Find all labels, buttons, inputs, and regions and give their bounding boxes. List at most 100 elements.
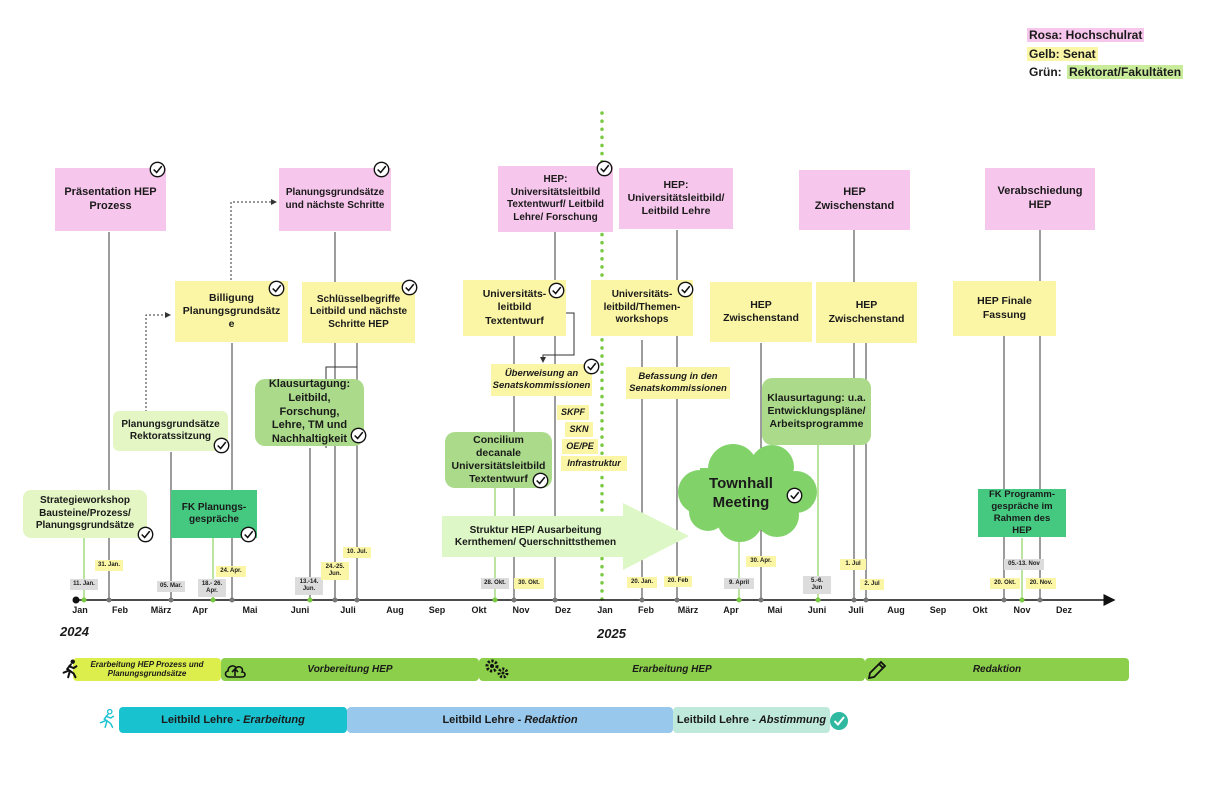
check-icon xyxy=(677,281,694,298)
month-label: Dez xyxy=(554,605,572,615)
legend-rosa: Rosa: Hochschulrat xyxy=(1027,28,1145,42)
date-label: 20. Jan. xyxy=(627,577,657,588)
month-label: Apr xyxy=(723,605,739,615)
gears-icon xyxy=(485,659,509,679)
senat-skpf: SKPF xyxy=(557,405,589,420)
senat-univ-leitbild: Universitäts- leitbild Textentwurf xyxy=(463,280,566,336)
hr-leitbild-forschung: HEP: Universitätsleitbild Textentwurf/ L… xyxy=(498,166,613,232)
month-label: Jan xyxy=(597,605,613,615)
check-icon xyxy=(532,472,549,489)
month-label: Sep xyxy=(428,605,446,615)
senat-skn: SKN xyxy=(565,422,593,437)
phase-vorbereitung: Vorbereitung HEP xyxy=(221,658,479,681)
senat-infrastruktur: Infrastruktur xyxy=(561,456,627,471)
month-label: Apr xyxy=(192,605,208,615)
date-label: 5.-6. Jun xyxy=(803,576,831,594)
check-icon xyxy=(350,427,367,444)
check-icon xyxy=(149,161,166,178)
date-label: 11. Jan. xyxy=(70,579,98,590)
hr-praesentation: Präsentation HEP Prozess xyxy=(55,168,166,231)
legend-gruen: Grün: Rektorat/Fakultäten xyxy=(1029,65,1184,79)
check-icon xyxy=(786,487,803,504)
month-label: Juni xyxy=(807,605,827,615)
month-label: Aug xyxy=(386,605,404,615)
rek-klausurtagung-2: Klausurtagung: u.a. Entwicklungspläne/ A… xyxy=(762,378,871,445)
year-2025: 2025 xyxy=(597,626,626,641)
month-label: Nov xyxy=(1013,605,1031,615)
date-label: 18.- 26. Apr. xyxy=(198,579,226,597)
month-label: Mai xyxy=(767,605,783,615)
check-icon xyxy=(213,437,230,454)
check-icon xyxy=(373,161,390,178)
month-label: Juli xyxy=(848,605,864,615)
date-label: 20. Nov. xyxy=(1026,578,1056,589)
date-label: 20. Okt. xyxy=(990,578,1020,589)
date-label: 24. Apr. xyxy=(216,566,246,577)
legend-gelb: Gelb: Senat xyxy=(1027,47,1098,61)
month-label: Jan xyxy=(72,605,88,615)
date-label: 20. Feb xyxy=(664,576,692,587)
date-label: 9. April xyxy=(724,578,754,589)
month-label: Okt xyxy=(471,605,487,615)
runner-icon xyxy=(62,659,78,679)
date-label: 1. Jul xyxy=(840,559,866,570)
senat-schluesselbegriffe: Schlüsselbegriffe Leitbild und nächste S… xyxy=(302,282,415,343)
check-icon xyxy=(268,280,285,297)
check-circle-icon xyxy=(830,712,848,730)
senat-befassung: Befassung in den Senatskommissionen xyxy=(626,367,730,399)
date-label: 2. Jul xyxy=(860,579,884,590)
date-label: 24.-25. Jun. xyxy=(321,562,349,580)
check-icon xyxy=(548,282,565,299)
phase-erarbeitung: Erarbeitung HEP xyxy=(479,658,865,681)
struktur-arrow-shape xyxy=(442,503,689,570)
check-icon xyxy=(583,358,600,375)
phase-erarbeitung-prozess: Erarbeitung HEP Prozess und Planungsgrun… xyxy=(73,658,221,681)
check-icon xyxy=(401,279,418,296)
check-icon xyxy=(240,526,257,543)
date-label: 28. Okt. xyxy=(481,578,509,589)
date-label: 30. Okt. xyxy=(514,578,544,589)
date-label: 10. Jul. xyxy=(343,547,371,558)
rek-klausurtagung-1: Klausurtagung: Leitbild, Forschung, Lehr… xyxy=(255,378,364,446)
date-label: 31. Jan. xyxy=(95,560,123,571)
rek-strategieworkshop: Strategieworkshop Bausteine/Prozess/ Pla… xyxy=(23,490,147,538)
date-label: 05.-13. Nov xyxy=(1004,559,1044,570)
cloud-upload-icon xyxy=(224,665,246,678)
date-label: 05. Mar. xyxy=(157,581,185,592)
month-label: Dez xyxy=(1055,605,1073,615)
month-label: März xyxy=(150,605,172,615)
phase-redaktion: Redaktion xyxy=(865,658,1129,681)
month-label: Sep xyxy=(929,605,947,615)
rek-planungsgrundsaetze: Planungsgrundsätze Rektoratssitzung xyxy=(113,411,228,451)
month-label: Aug xyxy=(887,605,905,615)
month-label: Okt xyxy=(972,605,988,615)
axis-dots xyxy=(106,597,1043,603)
senat-ueberweisung: Überweisung an Senatskommissionen xyxy=(491,364,592,396)
month-label: Nov xyxy=(512,605,530,615)
leitbild-redaktion: Leitbild Lehre - Redaktion xyxy=(347,707,673,733)
year-2024: 2024 xyxy=(60,624,89,639)
townhall-cloud-shape xyxy=(678,444,817,542)
check-icon xyxy=(137,526,154,543)
date-label: 30. Apr. xyxy=(746,556,776,567)
hr-verabschiedung: Verabschiedung HEP xyxy=(985,168,1095,230)
month-label: Feb xyxy=(637,605,655,615)
month-label: Juli xyxy=(340,605,356,615)
month-label: März xyxy=(677,605,699,615)
senat-univ-themen: Universitäts- leitbild/Themen- workshops xyxy=(591,280,693,336)
rek-fk-programmgespraeche: FK Programm- gespräche im Rahmen des HEP xyxy=(978,489,1066,537)
runner-icon xyxy=(99,708,115,728)
pencil-icon xyxy=(867,660,887,680)
leitbild-erarbeitung: Leitbild Lehre - Erarbeitung xyxy=(119,707,347,733)
hr-planungsgrundsaetze: Planungsgrundsätze und nächste Schritte xyxy=(279,168,391,231)
rek-townhall-meeting: Townhall Meeting xyxy=(709,475,773,511)
hr-zwischenstand: HEP Zwischenstand xyxy=(799,170,910,230)
senat-zwischenstand-2: HEP Zwischenstand xyxy=(816,282,917,343)
month-label: Feb xyxy=(111,605,129,615)
senat-finale: HEP Finale Fassung xyxy=(953,281,1056,336)
month-label: Mai xyxy=(242,605,258,615)
check-icon xyxy=(596,160,613,177)
senat-oepe: OE/PE xyxy=(562,439,598,454)
hr-leitbild-lehre: HEP: Universitätsleitbild/ Leitbild Lehr… xyxy=(619,168,733,229)
